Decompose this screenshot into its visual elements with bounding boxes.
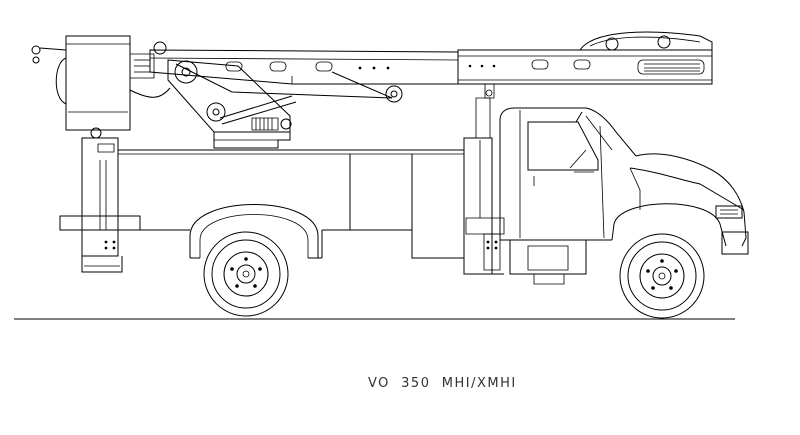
rear-wheel bbox=[204, 232, 288, 316]
boom bbox=[150, 32, 712, 98]
bucket bbox=[32, 36, 170, 138]
rear-outrigger bbox=[82, 138, 122, 272]
model-caption: VO 350 MHI/XMHI bbox=[368, 376, 517, 391]
front-outrigger bbox=[464, 98, 504, 274]
turntable bbox=[168, 60, 402, 148]
cab bbox=[500, 108, 748, 284]
front-wheel bbox=[620, 234, 704, 318]
utility-body bbox=[60, 140, 464, 258]
